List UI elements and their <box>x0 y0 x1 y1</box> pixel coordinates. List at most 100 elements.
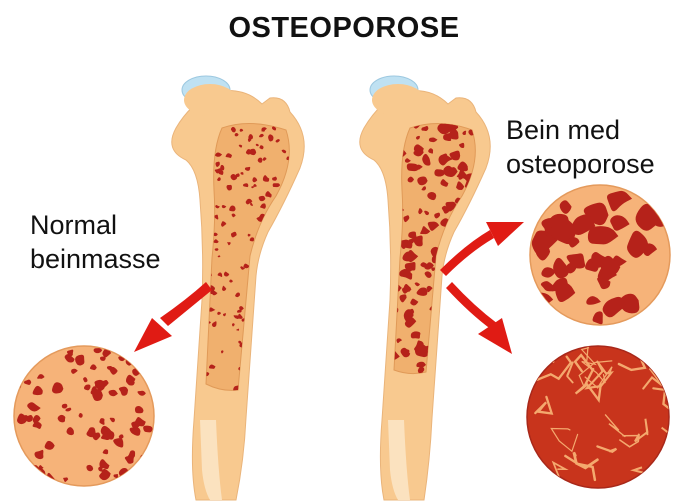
pore <box>262 334 268 341</box>
pore <box>289 361 290 366</box>
pore <box>568 236 580 248</box>
pore <box>260 203 266 209</box>
pore <box>643 243 658 257</box>
pore <box>258 195 266 202</box>
pore <box>443 302 457 310</box>
pore <box>232 323 235 327</box>
pore <box>241 318 246 322</box>
osteoporotic-femur-highlight <box>388 420 410 500</box>
normal-bone-label-line2: beinmasse <box>30 244 161 274</box>
pore <box>289 387 296 393</box>
pore <box>428 137 438 143</box>
pore <box>467 323 476 336</box>
pore <box>27 402 41 412</box>
crack <box>578 360 613 388</box>
pore <box>132 367 144 376</box>
pore <box>268 311 274 318</box>
pore <box>478 292 485 301</box>
pore <box>446 167 458 177</box>
pore <box>414 282 420 287</box>
pore <box>541 267 556 278</box>
pore <box>108 389 118 397</box>
pore <box>474 225 476 234</box>
pore <box>559 200 572 214</box>
pore <box>271 297 277 304</box>
pore <box>652 306 669 319</box>
pore <box>65 407 72 412</box>
pore <box>271 126 277 131</box>
pore <box>434 212 441 219</box>
pore <box>239 128 244 132</box>
pore <box>223 271 230 277</box>
pore <box>283 232 289 239</box>
osteoporotic-femur-head <box>372 84 424 116</box>
osteoporosis-bone-label-line2: osteoporose <box>506 149 655 179</box>
pore <box>16 454 28 465</box>
pore <box>126 374 136 383</box>
normal-femur <box>171 75 305 501</box>
pore <box>220 221 227 227</box>
pore <box>71 368 78 374</box>
pore <box>134 417 146 427</box>
pore <box>236 328 240 331</box>
pore <box>460 361 469 367</box>
pore <box>78 356 84 360</box>
pore <box>78 412 83 418</box>
pore <box>464 334 472 340</box>
pore <box>288 216 290 221</box>
pore <box>403 309 414 323</box>
pore <box>272 183 281 188</box>
pore <box>463 165 468 169</box>
pore <box>113 474 119 479</box>
pore <box>44 440 55 450</box>
pore <box>32 421 42 430</box>
pore <box>262 248 267 254</box>
arrow-to-osteoporotic-detail <box>440 222 524 276</box>
pore <box>121 352 129 357</box>
pore <box>399 294 407 303</box>
pore <box>268 291 273 296</box>
pore <box>247 233 251 237</box>
pore <box>92 389 103 401</box>
pore <box>553 257 570 279</box>
pore <box>217 255 221 258</box>
crack <box>584 366 613 389</box>
arrow-to-dense-detail <box>446 282 512 354</box>
crack <box>596 445 618 453</box>
pore <box>214 168 223 174</box>
pore <box>555 281 576 303</box>
pore <box>550 215 577 245</box>
title: OSTEOPOROSE <box>228 12 460 44</box>
pore <box>235 173 240 177</box>
pore <box>249 237 254 242</box>
crack <box>617 357 647 372</box>
crack <box>661 426 669 458</box>
pore <box>424 210 430 216</box>
pore <box>475 290 476 300</box>
pore <box>66 349 74 357</box>
pore <box>37 374 45 379</box>
pore <box>286 379 290 385</box>
pore <box>287 339 290 345</box>
pore <box>421 186 426 191</box>
pore <box>597 277 611 290</box>
crack <box>573 353 594 373</box>
pore <box>644 310 667 325</box>
pore <box>265 191 272 198</box>
pore <box>215 161 220 167</box>
pore <box>86 464 94 472</box>
pore <box>279 324 286 328</box>
pore <box>281 311 285 314</box>
pore <box>281 149 287 154</box>
pore <box>426 285 433 293</box>
crack <box>619 434 640 448</box>
pore <box>253 184 257 187</box>
pore <box>282 299 286 301</box>
pore <box>292 383 296 385</box>
pore <box>94 382 102 388</box>
pore <box>434 169 446 177</box>
pore <box>99 468 111 481</box>
pore <box>240 266 246 270</box>
crack <box>564 454 597 482</box>
pore <box>285 277 290 283</box>
